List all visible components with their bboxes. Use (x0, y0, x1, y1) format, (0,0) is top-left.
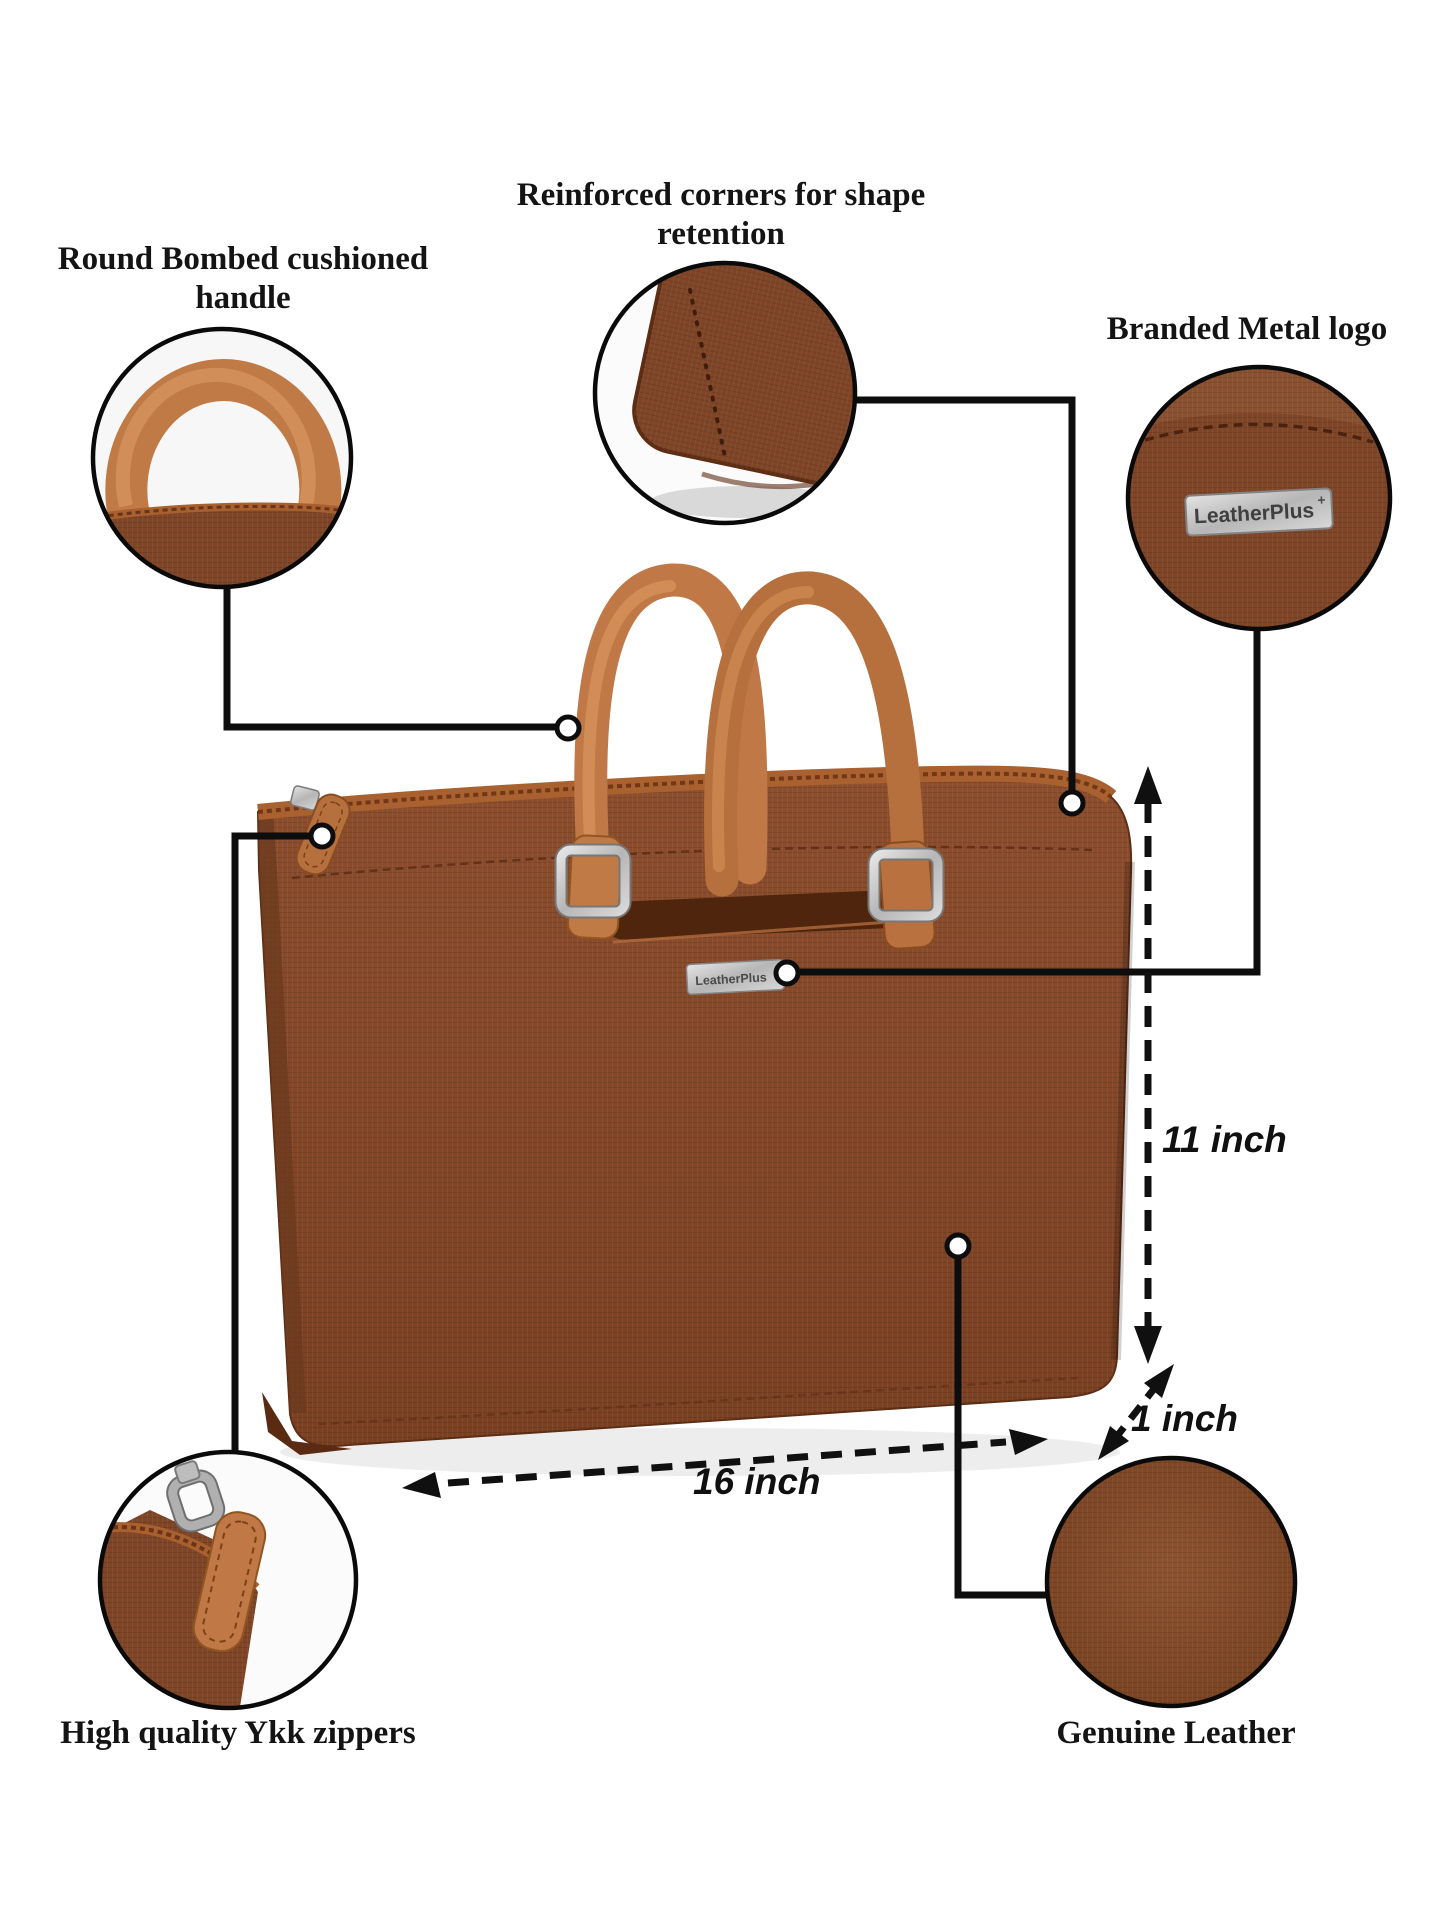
connector-logo (799, 627, 1261, 976)
dot-logo (773, 959, 801, 987)
inset-border-corners (592, 260, 858, 526)
connector-corners (851, 396, 1076, 791)
bag-handle-right-highlight (712, 586, 814, 872)
inset-border-leather (1044, 1455, 1298, 1709)
bag-handle-slot (606, 890, 898, 944)
inset-logo: LeatherPlus + (1129, 368, 1389, 628)
inset-leather (1048, 1459, 1294, 1705)
bag-ring-left (556, 845, 630, 917)
inset-borders (90, 260, 1393, 1711)
inset-zippers (101, 1453, 355, 1707)
bag-left-edge (258, 812, 306, 1414)
bag-top-stitch (291, 845, 1097, 880)
dot-leather (944, 1232, 972, 1260)
bag-bottom-stitch (317, 1376, 1079, 1426)
bag-handles (574, 563, 925, 897)
dimension-annotations (402, 766, 1174, 1498)
bag-ring-right (869, 849, 943, 921)
dimension-length-label: 16 inch (693, 1461, 821, 1502)
bag-plate-text: LeatherPlus (695, 970, 767, 988)
bag-shadow (280, 1428, 1120, 1476)
dimension-length-arrow (402, 1429, 1048, 1498)
connector-endpoint-dots (308, 714, 1086, 1260)
dot-zippers (308, 822, 336, 850)
dot-corners (1058, 789, 1086, 817)
bag-zipper-band (257, 765, 1117, 820)
connector-leather (954, 1258, 1049, 1599)
inset-border-handle (90, 326, 354, 590)
dimension-height-label: 11 inch (1162, 1119, 1287, 1160)
callout-label-corners: Reinforced corners for shape retention (516, 177, 926, 252)
connector-zippers (231, 832, 310, 1453)
callout-label-logo: Branded Metal logo (1106, 311, 1388, 347)
briefcase-illustration: LeatherPlus + (256, 563, 1135, 1455)
callout-label-handle: Round Bombed cushioned handle (57, 241, 429, 316)
dimension-depth-arrow (1098, 1364, 1174, 1460)
bag-right-edge (1111, 861, 1135, 1361)
bag-bottom-gusset (262, 1392, 352, 1455)
dimension-height-arrow (1134, 766, 1162, 1364)
bag-brand-plate: LeatherPlus + (685, 958, 786, 996)
bag-body-texture (258, 773, 1132, 1447)
inset-border-logo (1125, 364, 1393, 632)
inset-plate-mark: + (1317, 492, 1326, 508)
dimension-depth-label: 1 inch (1131, 1398, 1238, 1439)
callout-label-zippers: High quality Ykk zippers (60, 1715, 416, 1751)
dot-handle (554, 714, 582, 742)
bag-handle-left-highlight (582, 580, 676, 866)
bag-handle-anchors (554, 834, 945, 950)
callout-connectors (223, 396, 1261, 1599)
connector-handle (223, 586, 556, 731)
inset-border-zippers (97, 1449, 359, 1711)
callout-label-leather: Genuine Leather (1056, 1715, 1296, 1751)
